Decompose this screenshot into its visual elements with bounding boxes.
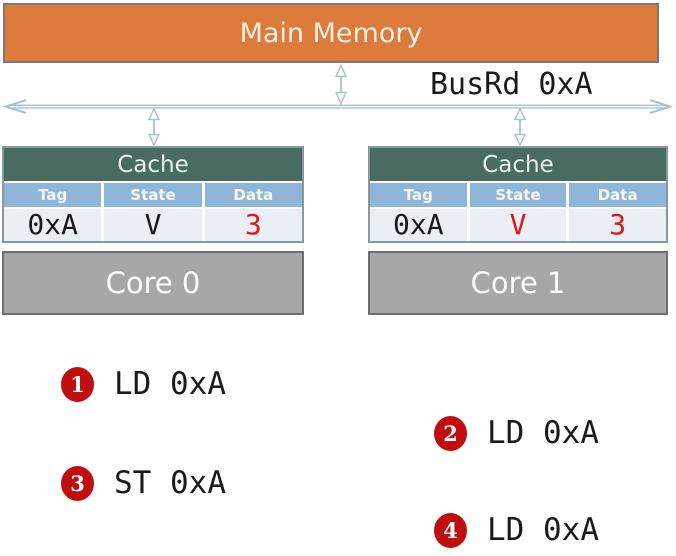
step-badge-1: 1 [61, 366, 94, 402]
operation-2: 2 LD 0xA [434, 415, 599, 451]
core-1-box: Core 1 [368, 251, 668, 315]
cache-1-column-headers: Tag State Data [370, 183, 666, 207]
operation-4: 4 LD 0xA [434, 512, 599, 548]
cache-1-tag-value: 0xA [370, 209, 467, 241]
step-badge-2: 2 [434, 415, 467, 451]
cache-0-state-value: V [104, 209, 202, 241]
operation-1-label: LD 0xA [114, 366, 226, 402]
column-header-tag: Tag [4, 183, 102, 207]
operation-2-label: LD 0xA [487, 415, 599, 451]
cache-0-title: Cache [4, 148, 302, 181]
cache-1-title: Cache [370, 148, 666, 181]
step-badge-3: 3 [61, 465, 94, 501]
cache-1-state-value: V [469, 209, 567, 241]
core-0-label: Core 0 [105, 266, 201, 300]
cache1-bus-arrow-icon [513, 107, 527, 147]
cache-1: Cache Tag State Data 0xA V 3 [368, 146, 668, 243]
step-badge-4: 4 [434, 512, 467, 548]
column-header-data: Data [204, 183, 302, 207]
column-header-state: State [104, 183, 202, 207]
column-header-data: Data [569, 183, 666, 207]
column-header-state: State [469, 183, 567, 207]
bus-transaction-label: BusRd 0xA [430, 67, 593, 102]
cache0-bus-arrow-icon [147, 107, 161, 147]
cache-0-entry-row: 0xA V 3 [4, 209, 302, 241]
memory-bus-arrow-icon [334, 63, 348, 106]
operation-3-label: ST 0xA [114, 465, 226, 501]
cache-0-column-headers: Tag State Data [4, 183, 302, 207]
operation-4-label: LD 0xA [487, 512, 599, 548]
cache-0: Cache Tag State Data 0xA V 3 [2, 146, 304, 243]
core-1-label: Core 1 [470, 266, 566, 300]
cache-1-entry-row: 0xA V 3 [370, 209, 666, 241]
operation-3: 3 ST 0xA [61, 465, 226, 501]
operation-1: 1 LD 0xA [61, 366, 226, 402]
cache-1-data-value: 3 [569, 209, 666, 241]
core-0-box: Core 0 [2, 251, 304, 315]
column-header-tag: Tag [370, 183, 467, 207]
cache-0-data-value: 3 [204, 209, 302, 241]
main-memory-label: Main Memory [239, 17, 423, 49]
cache-0-tag-value: 0xA [4, 209, 102, 241]
main-memory-box: Main Memory [3, 3, 659, 63]
